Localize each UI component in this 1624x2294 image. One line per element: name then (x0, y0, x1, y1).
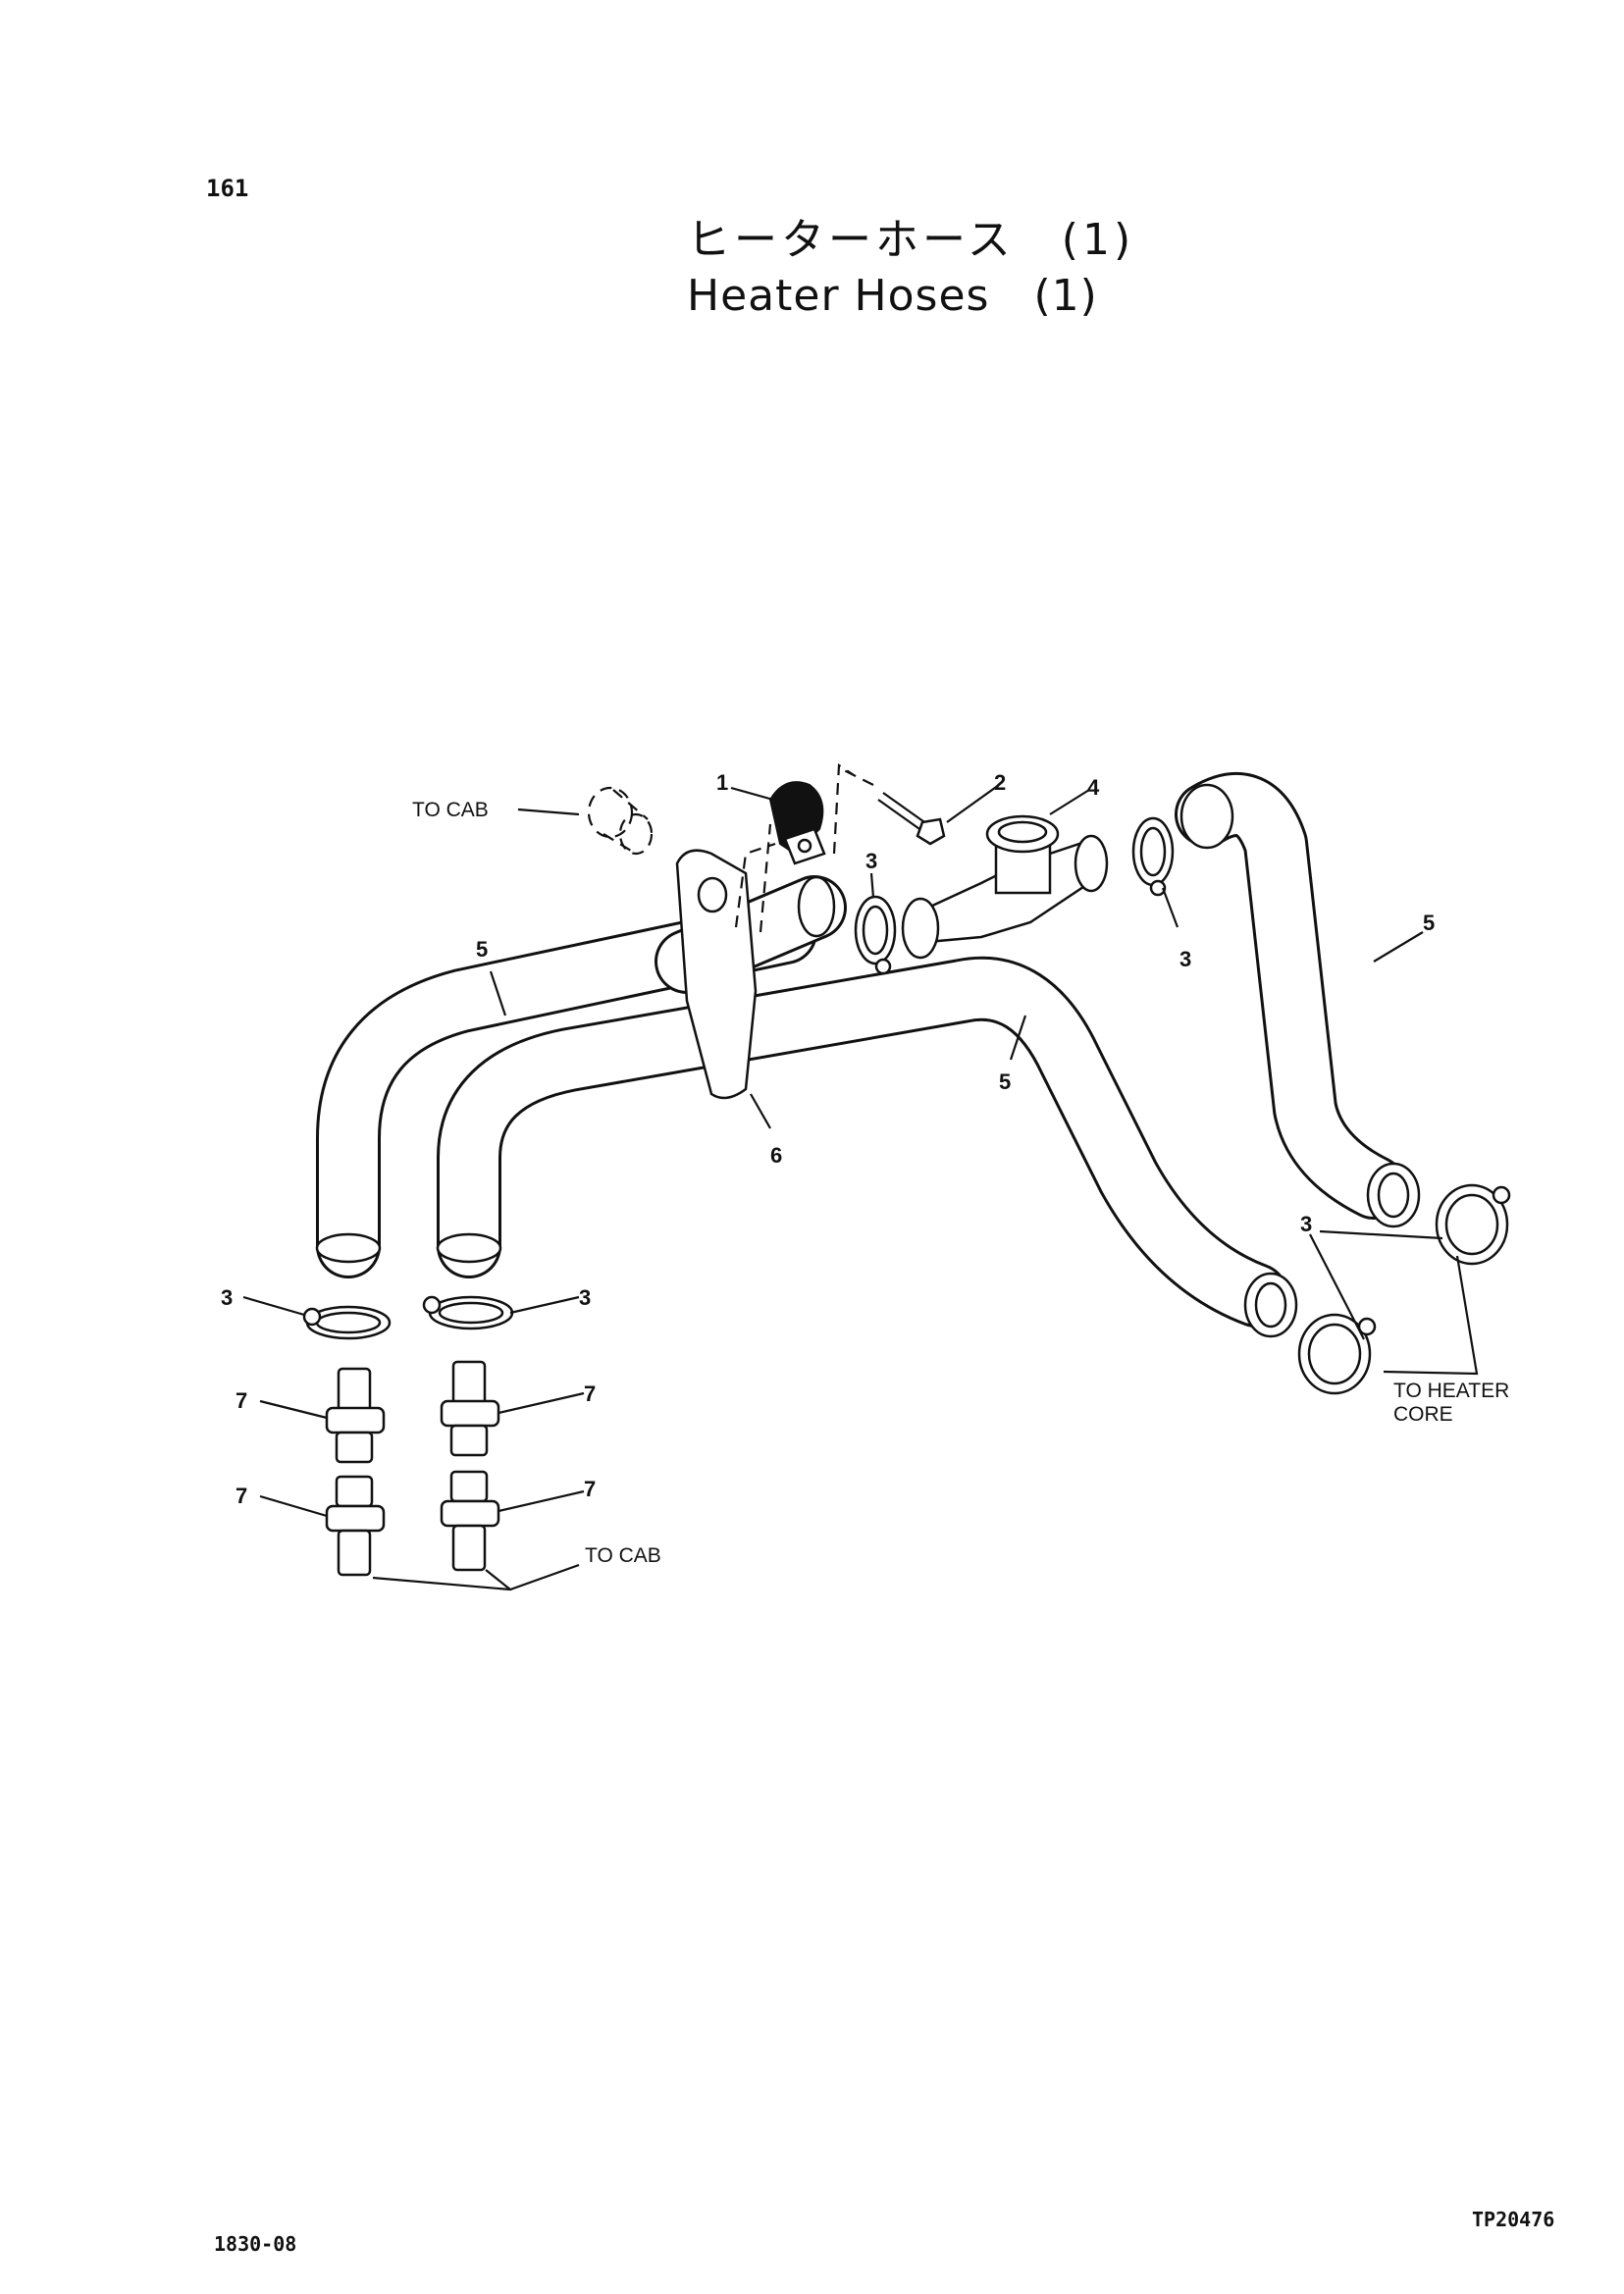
bracket (675, 849, 758, 1100)
connector-middle-lower (440, 1470, 500, 1572)
leader-lines (242, 784, 1479, 1591)
callout-3: 3 (865, 849, 877, 873)
page-title-english: Heater Hoses (1) (687, 271, 1098, 321)
clamp-upper-right (1131, 816, 1175, 897)
to-cab-dashed-part (587, 786, 654, 856)
note-to-cab-bottom: TO CAB (585, 1544, 661, 1567)
reference-code: TP20476 (1472, 2208, 1555, 2231)
note-to-cab-top: TO CAB (412, 799, 489, 821)
connector-left-lower (325, 1475, 386, 1577)
document-code: 1830-08 (214, 2232, 297, 2256)
assembly-line-3 (832, 763, 855, 855)
page-title-japanese: ヒーターホース (1) (687, 215, 1135, 265)
callout-4: 4 (1087, 775, 1100, 800)
callout-3: 3 (221, 1285, 233, 1310)
callout-7: 7 (236, 1388, 247, 1413)
clamp-lower-left (302, 1305, 392, 1340)
bolt (877, 792, 946, 846)
clamp-heater-upper (1435, 1183, 1511, 1266)
hose-right (1175, 772, 1421, 1228)
callout-3: 3 (1300, 1212, 1312, 1236)
callout-7: 7 (584, 1477, 596, 1501)
page-number: 161 (206, 175, 249, 202)
callout-1: 1 (716, 770, 728, 795)
clamp-upper-left (854, 895, 897, 975)
connector-middle-upper (440, 1360, 500, 1457)
callout-7: 7 (584, 1382, 596, 1406)
assembly-line-4 (843, 769, 874, 786)
assembly-line-1 (734, 842, 776, 928)
callout-5: 5 (1423, 911, 1435, 935)
callout-3: 3 (1179, 947, 1191, 971)
clip (768, 781, 826, 865)
clamp-heater-lower (1297, 1313, 1377, 1395)
valve (901, 814, 1109, 960)
callout-3: 3 (579, 1285, 591, 1310)
hose-left (315, 900, 817, 1278)
hose-middle (436, 956, 1298, 1338)
clamp-lower-middle (422, 1295, 514, 1330)
note-to-heater-core-line1: TO HEATER (1393, 1380, 1509, 1402)
callout-2: 2 (994, 770, 1006, 795)
note-to-heater-core-line2: CORE (1393, 1403, 1453, 1426)
callout-5: 5 (999, 1069, 1011, 1094)
connector-left-upper (325, 1367, 386, 1464)
callout-6: 6 (770, 1143, 782, 1168)
callout-7: 7 (236, 1484, 247, 1508)
callout-5: 5 (476, 937, 488, 962)
